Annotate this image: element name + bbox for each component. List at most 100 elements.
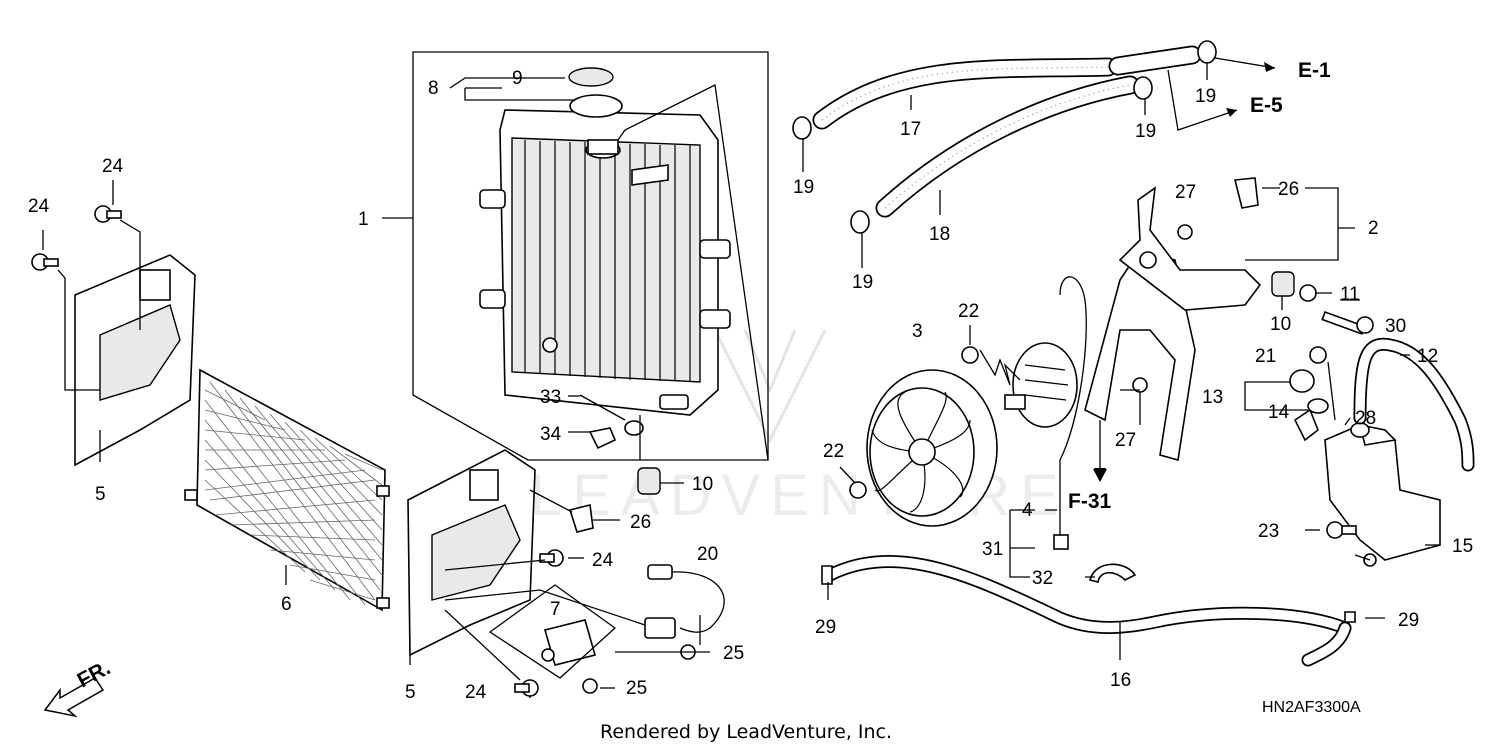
label-8[interactable]: 8 [428,78,439,99]
clamp-19-b[interactable] [850,210,870,234]
fan-bracket[interactable] [1084,186,1262,462]
label-7[interactable]: 7 [550,599,561,620]
shroud-left-upper[interactable] [74,254,196,467]
label-19-a[interactable]: 19 [793,177,814,198]
label-29-a[interactable]: 29 [815,617,836,638]
label-24-d[interactable]: 24 [465,682,487,703]
label-34[interactable]: 34 [540,424,562,445]
label-24-b[interactable]: 24 [102,156,124,177]
label-6[interactable]: 6 [281,594,292,615]
label-28[interactable]: 28 [1355,408,1376,429]
label-29-b[interactable]: 29 [1398,610,1419,631]
label-12[interactable]: 12 [1417,346,1438,367]
drain-bolt-34[interactable] [588,427,617,450]
bolt-27-a[interactable] [1177,224,1193,240]
label-32[interactable]: 32 [1032,568,1053,589]
label-9[interactable]: 9 [512,68,523,89]
hose-18[interactable] [875,75,1140,218]
leader-lines [285,62,1440,698]
clamp-19-c[interactable] [1133,76,1153,100]
label-31[interactable]: 31 [982,539,1003,560]
hose-17[interactable] [812,57,1118,130]
bolt-23[interactable] [1326,521,1357,539]
wire-harness-20[interactable] [644,564,725,639]
shroud-right-lower[interactable] [407,449,536,657]
rubber-mount-10[interactable] [637,467,661,495]
label-26-a[interactable]: 26 [1278,179,1299,200]
hose-upper-e1[interactable] [1108,45,1202,76]
footer-credit: Rendered by LeadVenture, Inc. [600,721,892,743]
tank-cap-13[interactable] [1289,369,1315,393]
label-27-a[interactable]: 27 [1175,182,1196,203]
ref-f31[interactable]: F-31 [1068,490,1112,513]
front-direction-arrow: FR. [43,656,114,718]
label-19-c[interactable]: 19 [1135,121,1156,142]
label-10-lower[interactable]: 10 [692,474,713,495]
label-11[interactable]: 11 [1340,284,1360,305]
label-2[interactable]: 2 [1368,218,1379,239]
fan-wire-4[interactable] [1059,276,1087,535]
rubber-mount-10-upper[interactable] [1271,271,1295,297]
nut-22-b[interactable] [849,481,867,499]
clamp-19-d[interactable] [1197,40,1217,64]
label-4[interactable]: 4 [1022,500,1033,521]
label-27-b[interactable]: 27 [1115,430,1136,451]
label-21[interactable]: 21 [1255,346,1276,367]
cap-seal[interactable] [568,67,614,87]
label-16[interactable]: 16 [1110,670,1131,691]
label-3[interactable]: 3 [912,321,923,342]
label-23[interactable]: 23 [1258,521,1279,542]
bolt-24-b[interactable] [94,205,122,223]
bolt-24-d[interactable] [514,679,539,697]
label-19-b[interactable]: 19 [852,272,873,293]
label-13[interactable]: 13 [1202,387,1223,408]
label-14[interactable]: 14 [1268,402,1290,423]
label-22-a[interactable]: 22 [958,301,979,322]
cooling-fan[interactable] [866,369,998,527]
label-1[interactable]: 1 [358,209,369,230]
clip-26-upper[interactable] [1233,177,1259,209]
label-20[interactable]: 20 [697,544,718,565]
label-30[interactable]: 30 [1385,316,1406,337]
label-18[interactable]: 18 [929,224,950,245]
label-19-d[interactable]: 19 [1195,86,1216,107]
bolt-24-a[interactable] [31,253,59,271]
radiator-cap[interactable] [569,94,623,118]
overflow-hose-12[interactable] [1353,337,1475,472]
grille-screen[interactable] [184,368,390,612]
hose-clip-29-b[interactable] [1344,611,1356,623]
bolt-30[interactable] [1321,310,1374,335]
label-10-upper[interactable]: 10 [1270,314,1291,335]
clip-26-lower[interactable] [568,504,594,533]
tank-seal-14[interactable] [1307,398,1329,414]
label-15[interactable]: 15 [1452,536,1473,557]
hose-clip-29-a[interactable] [821,565,833,585]
screw-25-a[interactable] [582,678,598,694]
label-26-b[interactable]: 26 [630,512,651,533]
label-24-a[interactable]: 24 [28,196,50,217]
clip-32[interactable] [1089,563,1137,583]
bolt-21[interactable] [1309,346,1327,364]
label-33[interactable]: 33 [540,387,561,408]
radiator-assembly-frame [412,51,769,461]
label-5-lower[interactable]: 5 [405,682,416,703]
label-25-b[interactable]: 25 [626,678,647,699]
wire-connector[interactable] [1053,534,1069,550]
bolt-24-c[interactable] [539,549,564,567]
washer-33[interactable] [624,420,644,436]
nut-22-a[interactable] [961,346,979,364]
ref-e5[interactable]: E-5 [1250,94,1283,117]
fan-motor[interactable] [1004,342,1078,428]
collar-11[interactable] [1299,284,1317,302]
clamp-19-a[interactable] [792,116,812,140]
radiator[interactable] [479,109,731,416]
label-24-c[interactable]: 24 [592,550,614,571]
ref-e1[interactable]: E-1 [1298,59,1331,82]
label-17[interactable]: 17 [900,119,921,140]
thermo-switch[interactable] [541,619,596,666]
label-25-a[interactable]: 25 [723,643,744,664]
label-22-b[interactable]: 22 [823,441,844,462]
label-5-upper[interactable]: 5 [95,484,106,505]
siphon-hose-16[interactable] [823,555,1352,667]
